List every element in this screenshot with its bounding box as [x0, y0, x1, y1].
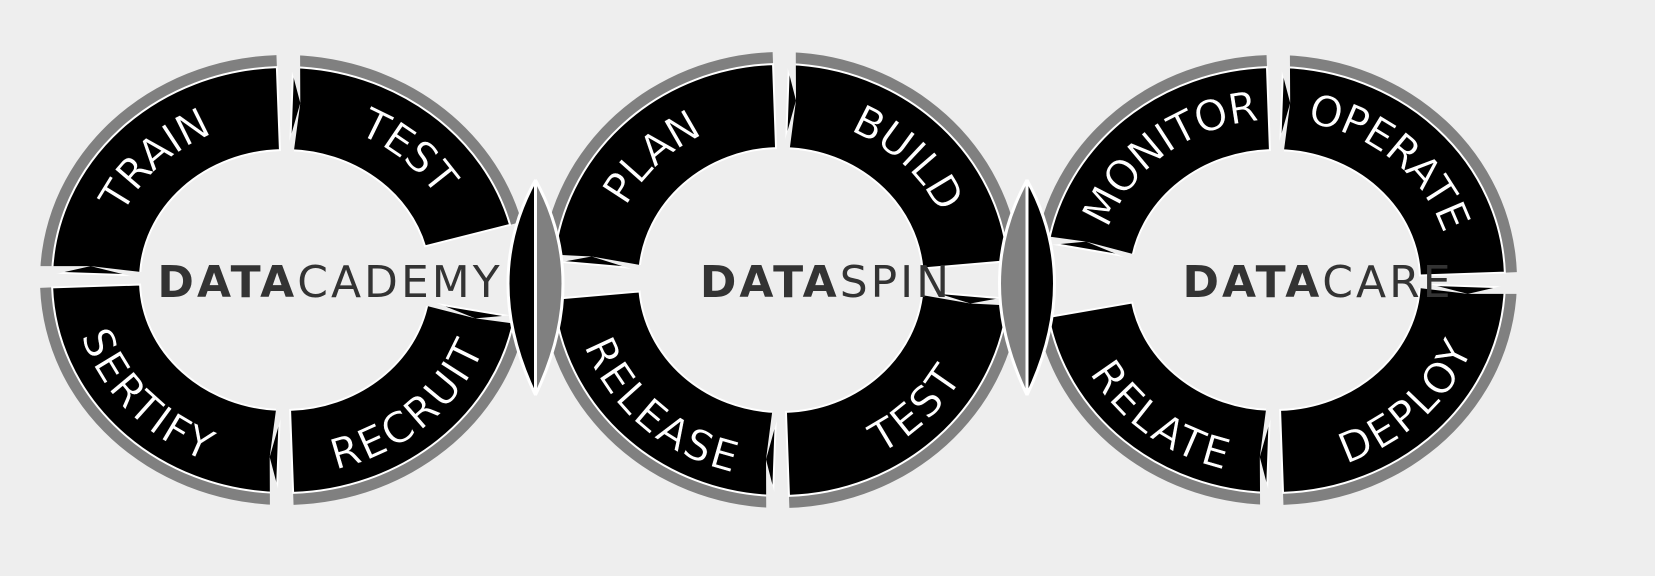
- brand-datacademy-light: CADEMY: [297, 257, 502, 308]
- datacademy-segment-1-chevron: [286, 53, 301, 153]
- datacademy-segment-1-rim: [293, 55, 522, 225]
- brand-datacare-bold: DATA: [1182, 257, 1322, 308]
- overlap-layer: [506, 179, 1056, 396]
- datacademy-segment-0-rim: [40, 55, 277, 273]
- brand-datacademy: DATACADEMY: [157, 257, 502, 308]
- datacademy-segment-3-chevron: [269, 407, 284, 507]
- rings-layer: [38, 50, 1519, 510]
- datacare-segment-2-rim: [1283, 287, 1517, 505]
- overlap-1-left: [998, 179, 1029, 396]
- brand-dataspin: DATASPIN: [700, 257, 952, 308]
- datacademy-segment-2[interactable]: [289, 301, 516, 494]
- datacademy-segment-0-chevron: [38, 266, 143, 279]
- dataspin-segment-3-chevron: [766, 409, 780, 510]
- datacademy-segment-1[interactable]: [289, 66, 512, 248]
- datacademy-segment-2-chevron: [425, 298, 530, 326]
- dataspin-segment-3-rim: [541, 298, 774, 508]
- datacare-segment-3-chevron: [1259, 407, 1274, 507]
- datacare-segment-0[interactable]: [1047, 66, 1271, 259]
- dataspin-segment-1-rim: [788, 52, 1021, 262]
- dataspin-segment-0[interactable]: [552, 63, 778, 270]
- dataspin-segment-3[interactable]: [552, 290, 778, 497]
- brand-dataspin-bold: DATA: [700, 257, 840, 308]
- dataspin-segment-0-rim: [541, 52, 774, 262]
- datacare-segment-1-rim: [1283, 55, 1517, 273]
- overlap-1: [998, 179, 1056, 396]
- dataspin-segment-0-chevron: [539, 253, 642, 273]
- brands-layer: DATACADEMY DATASPIN DATACARE: [157, 257, 1453, 308]
- datacademy-segment-3-rim: [40, 287, 277, 505]
- dataspin-segment-2-rim: [788, 298, 1021, 508]
- datacare-segment-2[interactable]: [1279, 283, 1506, 494]
- brand-datacare: DATACARE: [1182, 257, 1453, 308]
- dataspin-segment-2-chevron: [920, 287, 1023, 307]
- datacare-segment-3-rim: [1036, 316, 1267, 505]
- datacademy-segment-2-rim: [293, 316, 527, 505]
- brand-datacademy-bold: DATA: [157, 257, 297, 308]
- dataspin-segment-1-chevron: [782, 50, 796, 151]
- datacare-segment-1-chevron: [1276, 53, 1291, 153]
- datacare-segment-1[interactable]: [1279, 66, 1506, 277]
- overlap-0-left: [506, 179, 537, 396]
- brand-dataspin-light: SPIN: [840, 257, 952, 308]
- datacademy-segment-3[interactable]: [51, 283, 281, 494]
- datacare-segment-2-chevron: [1417, 281, 1519, 294]
- dataspin-segment-2[interactable]: [784, 290, 1010, 497]
- brand-datacare-light: CARE: [1322, 257, 1453, 308]
- datacare-segment-0-chevron: [1033, 234, 1135, 262]
- datacare-segment-0-rim: [1036, 55, 1267, 244]
- datacademy-segment-0[interactable]: [51, 66, 281, 277]
- overlap-0: [506, 179, 565, 396]
- overlap-0-right: [534, 179, 565, 396]
- overlap-1-right: [1025, 179, 1056, 396]
